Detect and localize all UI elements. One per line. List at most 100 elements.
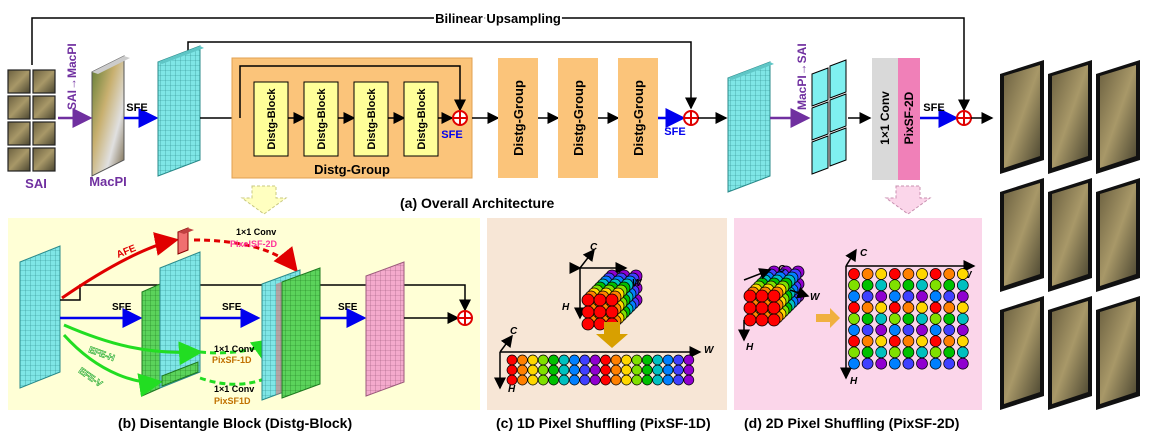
c-row-pixel [641,374,653,386]
c-row-c-axis [499,334,513,353]
c-row-pixel [527,374,539,386]
c-row-pixel [641,354,653,366]
c-row-pixel [527,354,539,366]
c-row-pixel [558,374,570,386]
d-grid-pixel [929,324,942,336]
sai-feature-cell [829,127,847,167]
b-efe-h-arrow [63,323,203,366]
c-row-pixel [621,374,632,386]
d-grid-pixel [875,268,888,280]
c-row-pixel [631,374,643,386]
b-afe-conv-arrow [193,238,298,273]
distg-group-4 [618,58,658,178]
d-grid-pixel [929,357,942,370]
sai-view-thumbnail [7,95,31,120]
d-grid-pixel [929,279,942,292]
d-grid-pixel [943,290,956,303]
sai-to-macpi-label: SAI→MacPI [65,43,79,110]
d-grid-pixel [848,312,860,325]
d-grid-pixel [956,268,969,280]
c-row-pixel [683,364,695,376]
sai-view-thumbnail [32,121,56,146]
c-row-pixel [527,364,539,376]
c-row-pixel [548,374,559,386]
c-row-pixel [673,354,684,366]
d-cube-h-label: H [746,342,754,353]
sai-feature-cell [811,101,829,141]
c-row-pixel [589,374,601,386]
c-row-pixel [506,354,518,366]
d-grid-pixel [929,268,942,280]
sai-feature-grid [811,59,847,175]
c-row-pixel [621,354,632,366]
d-grid-pixel [848,335,860,348]
d-grid-pixel [916,324,928,336]
distg-group-2 [498,58,538,178]
sai-feature-cell [811,135,829,175]
c-row-pixel [569,374,580,386]
d-grid-pixel [875,290,888,303]
d-cube-pixel [767,301,781,315]
distg-block-label: Distg-Block [366,88,378,150]
d-grid-pixel [943,279,956,292]
c-row-pixel [662,374,674,386]
c-cube-pixel [593,293,607,307]
d-grid-pixel [875,312,888,325]
c-row-pixel [517,364,528,376]
d-cube-pixel [755,289,769,303]
c-row-w-label: W [704,345,715,356]
c-row-pixel [683,354,695,366]
d-grid-pixel [956,279,969,292]
output-sai-view [1052,301,1088,404]
d-grid-pixel [848,301,860,314]
feature-volume-2 [727,61,774,193]
d-grid-pixel [916,268,928,280]
d-grid-c-axis [845,248,857,267]
d-grid-pixel [888,324,901,336]
output-sai-array [1000,60,1140,410]
d-grid-pixel [956,324,969,336]
distg-group-main-label: Distg-Group [314,162,390,177]
d-grid-c-label: C [860,248,868,259]
distg-block-1 [253,81,289,157]
c-row-pixel [662,364,674,376]
conv-1x1-block [872,58,898,180]
d-grid-pixel [875,324,888,336]
output-adder [956,110,972,126]
d-grid-pixel [875,335,888,348]
sai-view-thumbnail [7,121,31,146]
d-cube-c-label: C [778,264,786,275]
caption-d: (d) 2D Pixel Shuffling (PixSF-2D) [744,415,960,431]
b-afe-cube [177,227,194,255]
d-grid-pixel [902,324,915,336]
c-cube-pixel [593,305,607,319]
c-row-pixel [589,364,601,376]
d-grid-pixel [943,301,956,314]
c-cube-c-label: C [590,242,598,253]
macpi-image [91,55,130,177]
c-cube-pixel [581,305,595,319]
sfe-label-2: SFE [664,126,685,138]
d-grid-pixel [929,346,942,359]
c-cube-pixel [581,317,595,331]
d-grid-pixel [916,312,928,325]
d-cube-c-axis [743,268,772,281]
distg-group-3 [558,58,598,178]
b-pixelsf2d-label: PixelSF-2D [230,239,278,249]
d-grid-pixel [916,279,928,292]
d-cube-w-axis [789,286,810,299]
d-grid-pixel [902,335,915,348]
d-grid-pixel [956,335,969,348]
c-row-pixel [589,354,601,366]
feature-volume-1 [157,45,204,177]
d-cube-w-label: W [810,292,821,303]
c-row-pixel [506,374,518,386]
d-cube-pixel [743,301,757,315]
c-row-pixel [652,364,663,376]
d-grid-pixel [861,290,874,303]
d-grid-pixel [861,346,874,359]
c-row-c-label: C [510,326,518,337]
d-grid-pixel [888,346,901,359]
sai-array-image [7,69,56,172]
distg-group-2-label: Distg-Group [511,80,526,156]
